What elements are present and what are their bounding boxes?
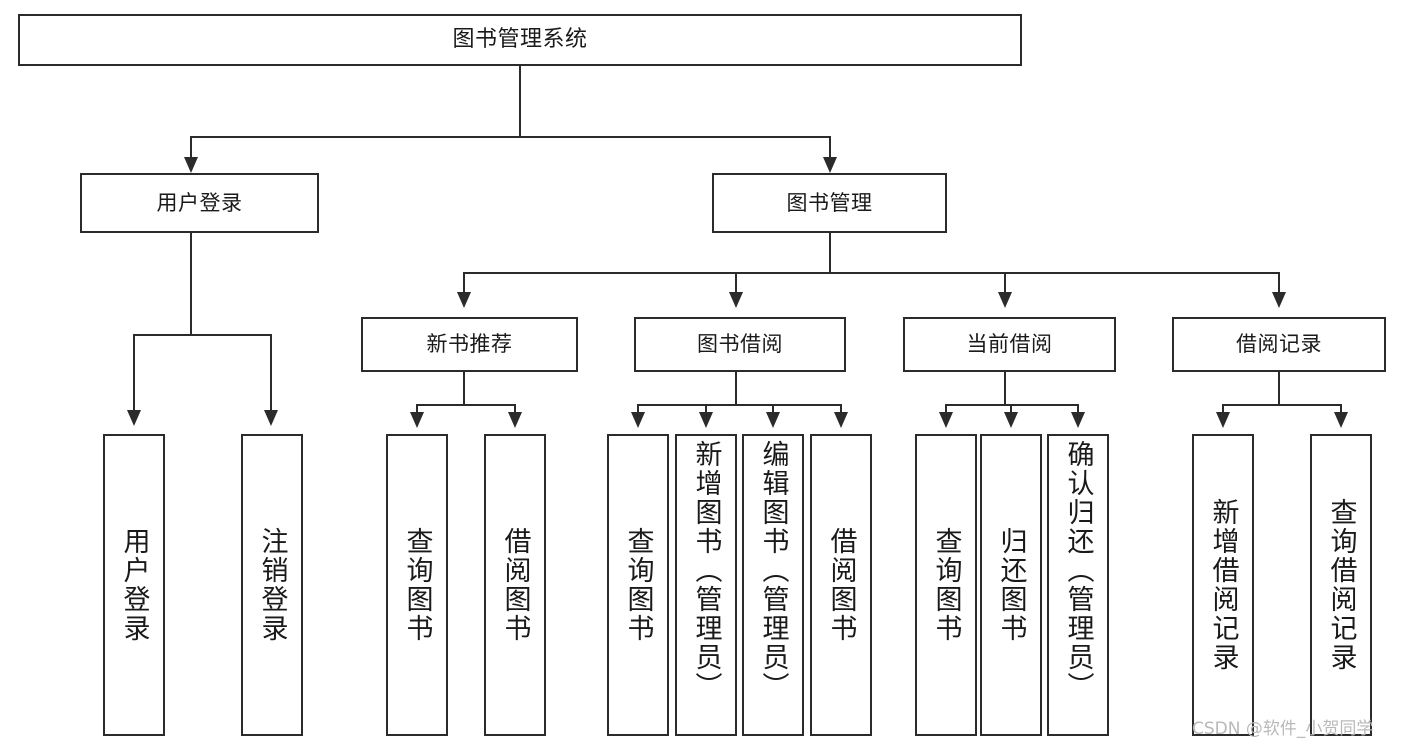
node-leaf-confirm-return[interactable]: 确认归还（管理员）	[1047, 434, 1109, 736]
arrow-current-borrow-c3	[1071, 412, 1085, 428]
connector-book-manage-to-l3d	[1278, 272, 1280, 297]
node-leaf-user-login-label: 用户登录	[118, 527, 150, 643]
node-leaf-query-book-1-label: 查询图书	[401, 527, 433, 643]
connector-book-borrow-stem	[735, 372, 737, 405]
connector-book-manage-to-l3b	[735, 272, 737, 297]
node-new-book-recommendation-label: 新书推荐	[426, 332, 513, 357]
node-leaf-add-borrow-record-label: 新增借阅记录	[1207, 498, 1239, 672]
connector-root-to-book-manage	[829, 136, 831, 161]
connector-new-book-rec-c1	[416, 404, 418, 416]
node-book-manage[interactable]: 图书管理	[712, 173, 947, 233]
node-leaf-user-login[interactable]: 用户登录	[103, 434, 165, 736]
connector-borrow-record-stem	[1278, 372, 1280, 405]
connector-user-login-bar	[133, 334, 272, 336]
connector-user-login-stem	[190, 233, 192, 335]
node-leaf-borrow-book-2[interactable]: 借阅图书	[810, 434, 872, 736]
connector-current-borrow-c2	[1010, 404, 1012, 416]
arrow-book-manage-to-l3c	[998, 292, 1012, 308]
arrow-root-to-user-login	[184, 157, 198, 173]
connector-new-book-rec-c2	[514, 404, 516, 416]
connector-borrow-record-bar	[1222, 404, 1341, 406]
node-current-borrow-label: 当前借阅	[966, 332, 1053, 357]
arrow-book-borrow-c1	[631, 412, 645, 428]
connector-current-borrow-stem	[1004, 372, 1006, 405]
connector-root-stem	[519, 66, 521, 137]
node-leaf-borrow-book-1[interactable]: 借阅图书	[484, 434, 546, 736]
node-leaf-edit-book[interactable]: 编辑图书（管理员）	[742, 434, 804, 736]
node-leaf-query-book-2[interactable]: 查询图书	[607, 434, 669, 736]
arrow-root-to-book-manage	[823, 157, 837, 173]
arrow-book-manage-to-l3a	[457, 292, 471, 308]
arrow-book-manage-to-l3d	[1272, 292, 1286, 308]
arrow-current-borrow-c2	[1004, 412, 1018, 428]
arrow-book-borrow-c4	[834, 412, 848, 428]
connector-book-borrow-c4	[840, 404, 842, 416]
connector-user-login-to-leaf2	[270, 334, 272, 414]
node-borrow-record-label: 借阅记录	[1236, 332, 1322, 357]
node-leaf-confirm-return-label: 确认归还（管理员）	[1062, 440, 1094, 701]
node-current-borrow[interactable]: 当前借阅	[903, 317, 1116, 372]
node-root-label: 图书管理系统	[452, 27, 588, 53]
connector-borrow-record-c2	[1340, 404, 1342, 416]
connector-book-borrow-c1	[637, 404, 639, 416]
arrow-book-borrow-c3	[766, 412, 780, 428]
connector-book-manage-to-l3a	[463, 272, 465, 297]
arrow-borrow-record-c1	[1216, 412, 1230, 428]
arrow-user-login-to-leaf2	[264, 410, 278, 426]
connector-user-login-to-leaf1	[133, 334, 135, 414]
arrow-borrow-record-c2	[1334, 412, 1348, 428]
arrow-book-borrow-c2	[699, 412, 713, 428]
node-borrow-record[interactable]: 借阅记录	[1172, 317, 1386, 372]
node-leaf-add-book[interactable]: 新增图书（管理员）	[675, 434, 737, 736]
node-leaf-query-book-1[interactable]: 查询图书	[386, 434, 448, 736]
node-leaf-add-book-label: 新增图书（管理员）	[690, 440, 722, 701]
connector-book-borrow-bar	[637, 404, 842, 406]
arrow-new-book-rec-c1	[410, 412, 424, 428]
connector-new-book-rec-stem	[463, 372, 465, 405]
node-leaf-return-book[interactable]: 归还图书	[980, 434, 1042, 736]
connector-root-to-user-login	[190, 136, 192, 161]
node-user-login-label: 用户登录	[156, 190, 243, 215]
node-leaf-query-book-3-label: 查询图书	[930, 527, 962, 643]
arrow-current-borrow-c1	[939, 412, 953, 428]
connector-current-borrow-c3	[1077, 404, 1079, 416]
connector-current-borrow-bar	[945, 404, 1079, 406]
connector-book-borrow-c3	[772, 404, 774, 416]
node-leaf-query-borrow-record[interactable]: 查询借阅记录	[1310, 434, 1372, 736]
csdn-watermark: CSDN @软件_小贺同学	[1192, 719, 1374, 739]
node-book-manage-label: 图书管理	[786, 190, 873, 215]
arrow-new-book-rec-c2	[508, 412, 522, 428]
connector-current-borrow-c1	[945, 404, 947, 416]
node-new-book-recommendation[interactable]: 新书推荐	[361, 317, 578, 372]
node-book-borrow-label: 图书借阅	[697, 332, 783, 357]
connector-borrow-record-c1	[1222, 404, 1224, 416]
node-leaf-add-borrow-record[interactable]: 新增借阅记录	[1192, 434, 1254, 736]
node-leaf-query-book-3[interactable]: 查询图书	[915, 434, 977, 736]
node-leaf-user-logout-label: 注销登录	[256, 527, 288, 643]
connector-book-manage-to-l3c	[1004, 272, 1006, 297]
connector-root-bar	[190, 136, 831, 138]
connector-book-borrow-c2	[705, 404, 707, 416]
node-leaf-borrow-book-1-label: 借阅图书	[499, 527, 531, 643]
node-root-book-management-system[interactable]: 图书管理系统	[18, 14, 1022, 66]
node-leaf-query-book-2-label: 查询图书	[622, 527, 654, 643]
connector-new-book-rec-bar	[416, 404, 515, 406]
node-leaf-return-book-label: 归还图书	[995, 527, 1027, 643]
connector-book-manage-stem	[829, 233, 831, 273]
arrow-book-manage-to-l3b	[729, 292, 743, 308]
node-leaf-query-borrow-record-label: 查询借阅记录	[1325, 498, 1357, 672]
connector-book-manage-bar	[463, 272, 1280, 274]
node-user-login[interactable]: 用户登录	[80, 173, 319, 233]
node-leaf-edit-book-label: 编辑图书（管理员）	[757, 440, 789, 701]
arrow-user-login-to-leaf1	[127, 410, 141, 426]
node-leaf-borrow-book-2-label: 借阅图书	[825, 527, 857, 643]
node-leaf-user-logout[interactable]: 注销登录	[241, 434, 303, 736]
node-book-borrow[interactable]: 图书借阅	[634, 317, 846, 372]
